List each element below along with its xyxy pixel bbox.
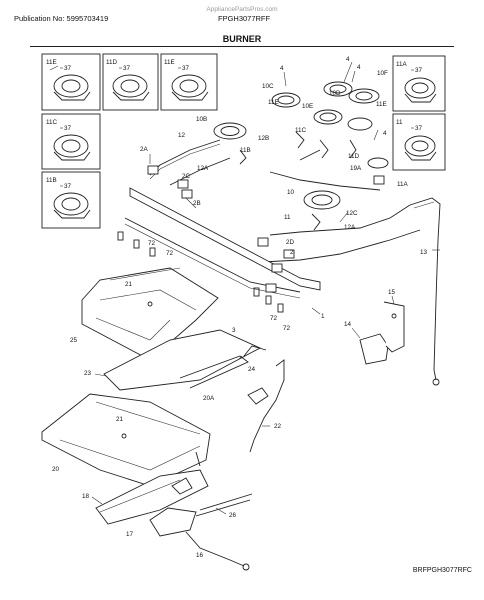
page-title: BURNER xyxy=(222,34,262,44)
inset-11b: 11B 37 xyxy=(41,171,101,229)
part-label: 16 xyxy=(196,552,204,559)
broil-burner-assembly xyxy=(95,469,253,571)
inset-screw-label: 37 xyxy=(123,65,131,72)
part-label: 4 xyxy=(357,64,361,71)
part-label: 11 xyxy=(284,214,291,221)
part-label: 10E xyxy=(302,103,313,110)
part-label: 26 xyxy=(229,512,237,519)
inset-11e-left: 11E 37 xyxy=(41,53,101,111)
part-label: 10D xyxy=(329,90,341,97)
inset-label: 11E xyxy=(164,59,175,66)
inset-screw-label: 37 xyxy=(415,125,423,132)
part-label: 11A xyxy=(397,181,409,188)
part-label: 17 xyxy=(126,531,134,538)
part-label: 72 xyxy=(166,250,174,257)
inset-screw-label: 37 xyxy=(182,65,190,72)
inset-11c: 11C 37 xyxy=(41,113,101,170)
publication-number: Publication No: 5995703419 xyxy=(14,14,109,23)
oven-burner-assembly xyxy=(103,329,285,453)
part-label: 12 xyxy=(178,132,186,139)
inset-label: 11B xyxy=(46,177,57,184)
part-label: 12C xyxy=(346,210,358,217)
part-label: 21 xyxy=(125,281,133,288)
part-number-labels: 4 4 4 4 10C 10D 10F 10E 10B 11E 11E 11C … xyxy=(52,56,428,559)
model-number: FPGH3077RFF xyxy=(218,14,271,23)
part-label: 11C xyxy=(295,127,307,134)
part-label: 23 xyxy=(84,370,92,377)
part-label: 1 xyxy=(321,313,325,320)
inset-label: 11C xyxy=(46,119,58,126)
part-label: 21 xyxy=(116,416,124,423)
burner-heads xyxy=(213,81,389,231)
part-label: 20 xyxy=(52,466,60,473)
part-label: 18 xyxy=(82,493,90,500)
part-label: 4 xyxy=(346,56,350,63)
inset-label: 11D xyxy=(106,59,118,66)
part-label: 72 xyxy=(148,240,156,247)
part-label: 72 xyxy=(283,325,291,332)
regulator-assembly xyxy=(359,301,405,365)
part-label: 10F xyxy=(377,70,388,77)
part-label: 3 xyxy=(232,327,236,334)
inset-11a: 11A 37 xyxy=(392,55,446,112)
part-label: 14 xyxy=(344,321,352,328)
part-label: 2C xyxy=(182,173,191,180)
part-label: 72 xyxy=(270,315,278,322)
part-label: 19A xyxy=(350,165,362,172)
inset-screw-label: 37 xyxy=(64,65,72,72)
inset-11: 11 37 xyxy=(392,113,446,171)
part-label: 12B xyxy=(258,135,269,142)
part-label: 13 xyxy=(420,249,428,256)
part-label: 12A xyxy=(197,165,209,172)
part-label: 10C xyxy=(262,83,274,90)
part-label: 11E xyxy=(376,101,387,108)
part-label: 25 xyxy=(70,337,78,344)
inset-11e-right: 11E 37 xyxy=(160,53,218,111)
part-label: 15 xyxy=(388,289,396,296)
burner-valves xyxy=(147,165,385,293)
inset-screw-label: 37 xyxy=(415,67,423,74)
part-label: 20A xyxy=(203,395,215,402)
inset-screw-label: 37 xyxy=(64,125,72,132)
part-label: 10B xyxy=(196,116,207,123)
part-label: 2 xyxy=(290,249,294,256)
title-rule xyxy=(30,46,454,47)
diagram-code: BRFPGH3077RFC xyxy=(412,567,472,574)
inset-label: 11E xyxy=(46,59,57,66)
part-label: 22 xyxy=(274,423,282,430)
inset-11d: 11D 37 xyxy=(102,53,159,111)
part-label: 11B xyxy=(240,147,251,154)
leader-lines xyxy=(91,61,440,515)
part-label: 2A xyxy=(140,146,149,153)
inset-label: 11A xyxy=(396,61,408,68)
part-label: 4 xyxy=(280,65,284,72)
part-label: 12A xyxy=(344,224,356,231)
part-label: 2B xyxy=(193,200,201,207)
part-label: 24 xyxy=(248,366,256,373)
part-label: 10 xyxy=(287,189,295,196)
oven-bottom-panel xyxy=(41,393,211,487)
part-label: 4 xyxy=(383,130,387,137)
part-label: 11D xyxy=(348,153,360,160)
part-label: 2D xyxy=(286,239,295,246)
part-label: 11E xyxy=(268,99,279,106)
inset-screw-label: 37 xyxy=(64,183,72,190)
watermark: AppliancePartsPros.com xyxy=(206,6,278,13)
burner-box-panel xyxy=(81,267,219,361)
inset-label: 11 xyxy=(396,119,403,126)
